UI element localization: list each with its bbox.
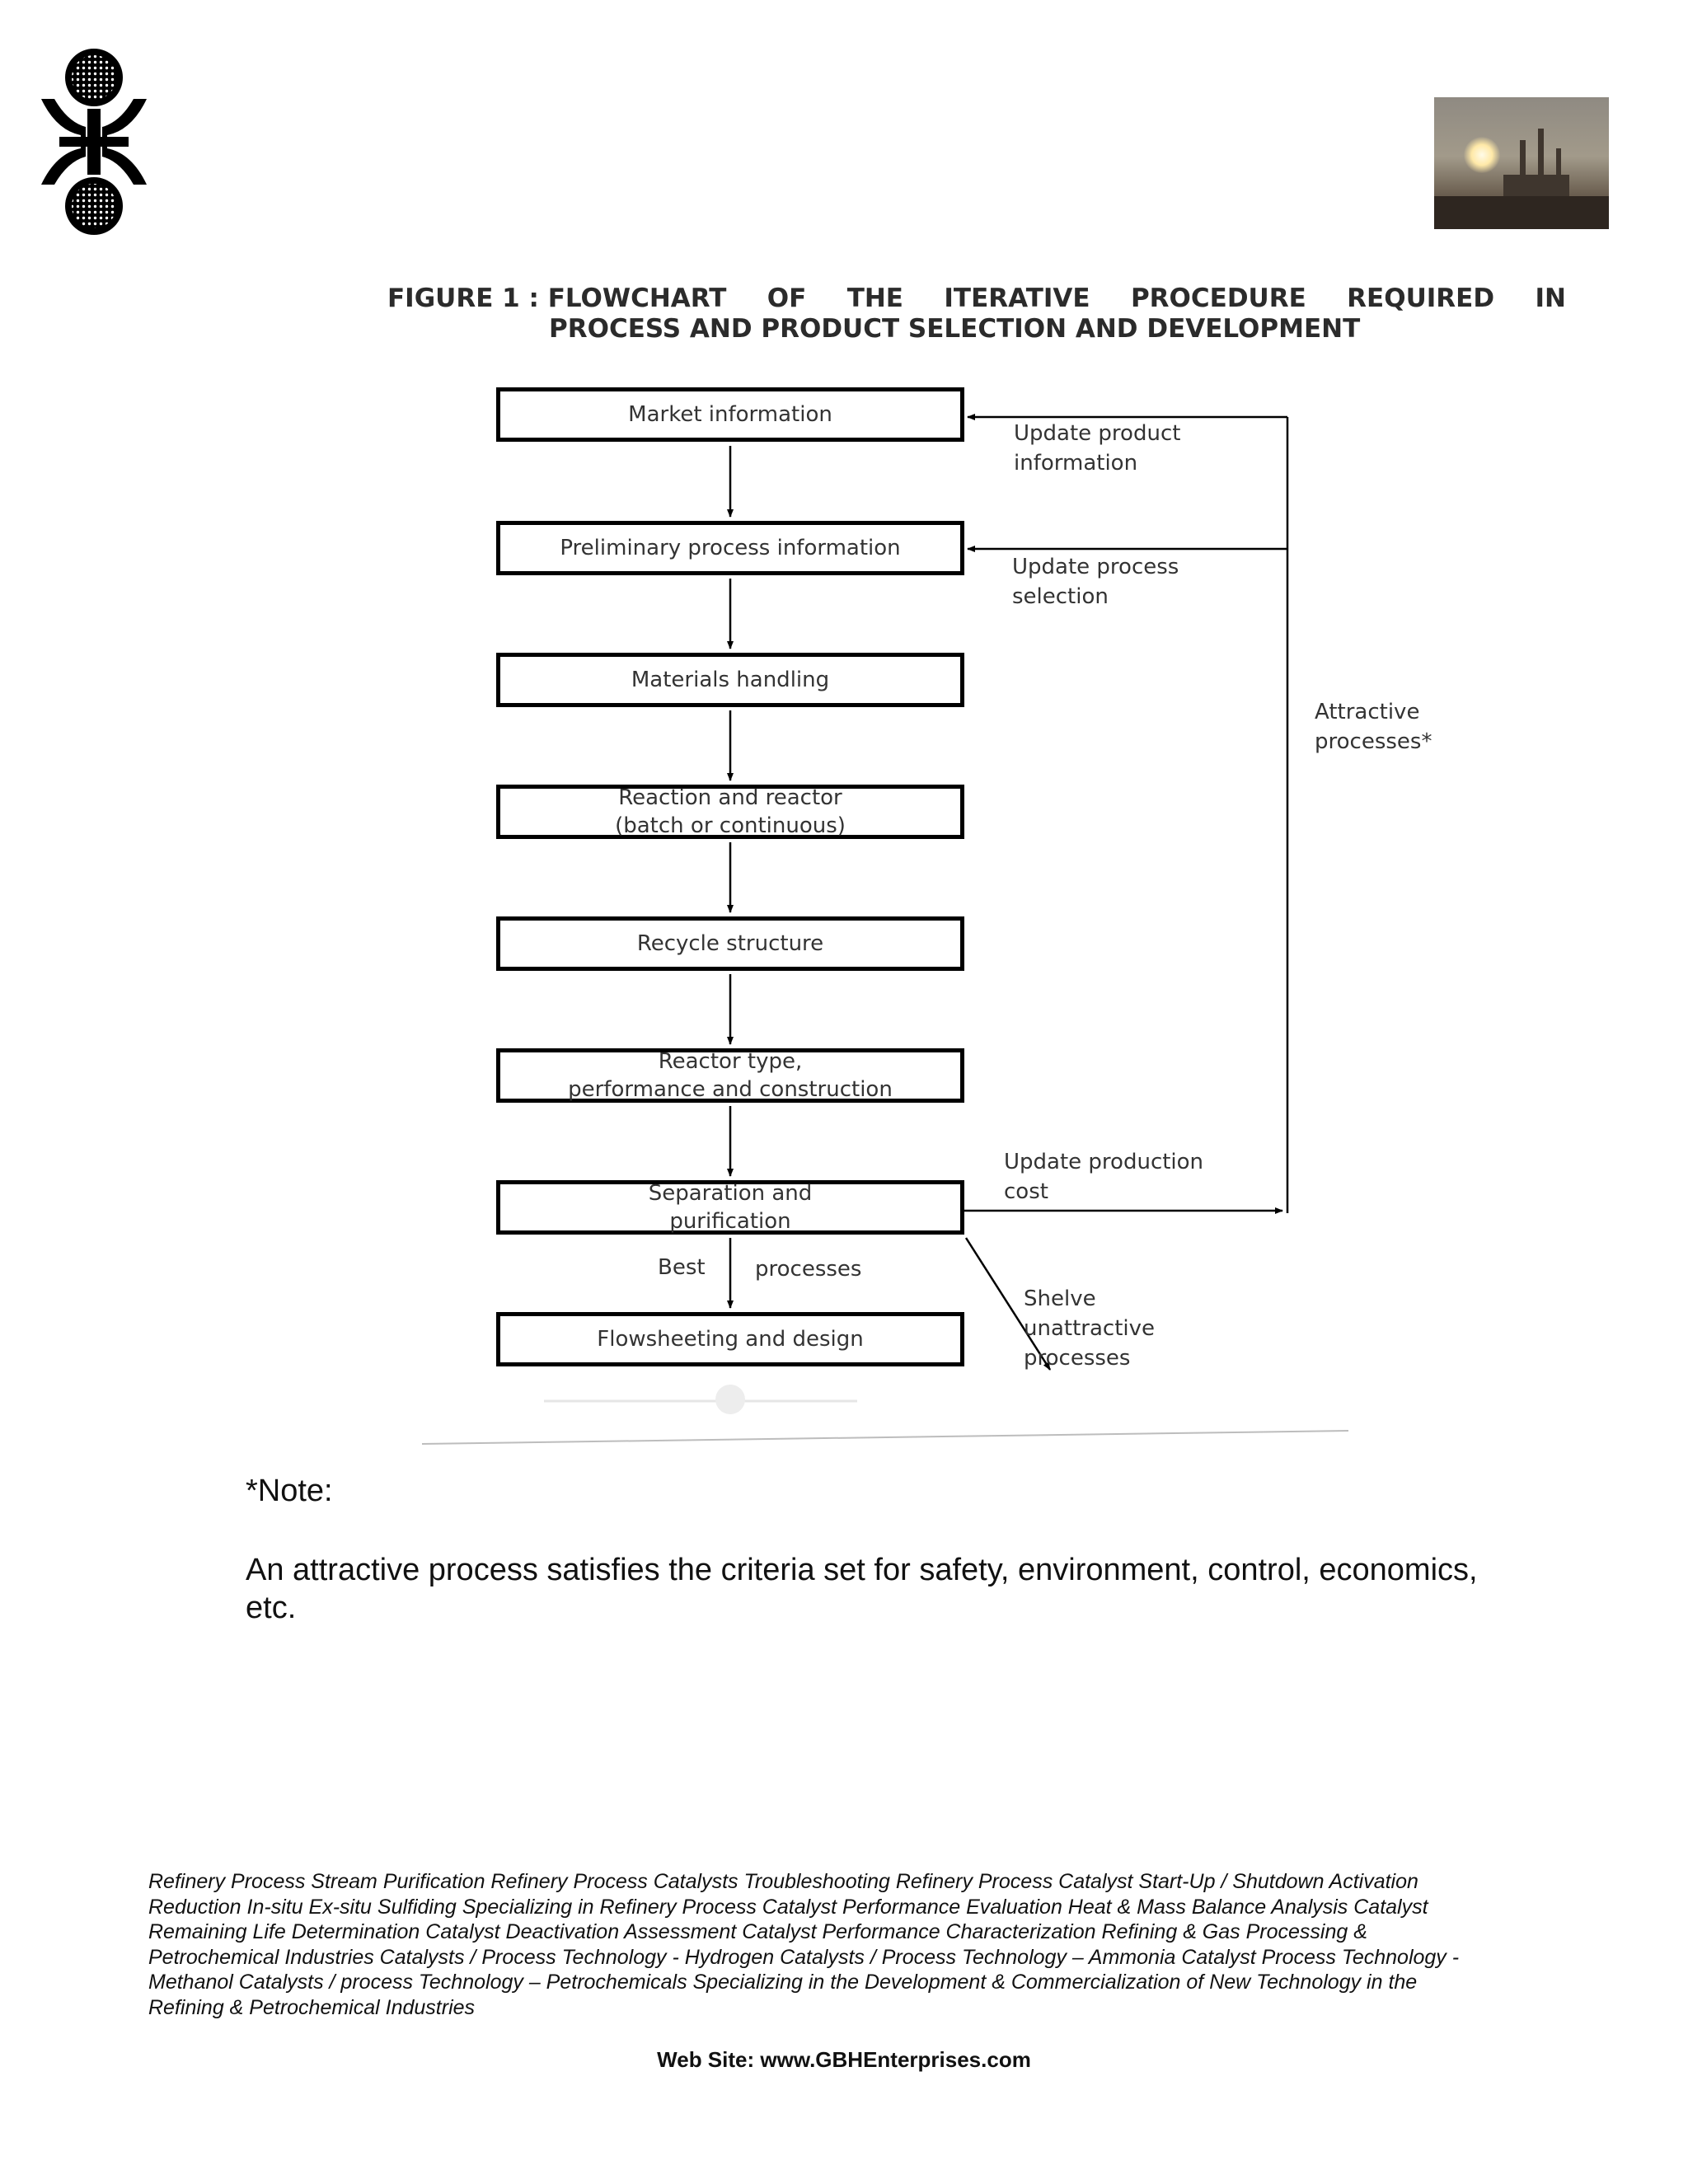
- figure-title: FIGURE 1 : FLOWCHART OF THE ITERATIVE PR…: [387, 284, 1566, 344]
- note-heading: *Note:: [246, 1474, 333, 1508]
- ground: [1434, 196, 1609, 229]
- scan-rule: [421, 1430, 1349, 1445]
- note-body: An attractive process satisfies the crit…: [246, 1553, 1478, 1625]
- step-market-information: Market information: [496, 387, 964, 442]
- arrow-shelve: [964, 1237, 1052, 1371]
- step-materials-handling: Materials handling: [496, 653, 964, 707]
- scan-artifact: [715, 1385, 745, 1414]
- label-processes: processes: [755, 1257, 862, 1282]
- figure-title-word: OF: [767, 284, 807, 313]
- step-flowsheeting: Flowsheeting and design: [496, 1312, 964, 1366]
- sun-glare: [1464, 137, 1500, 173]
- website-link[interactable]: Web Site: www.GBHEnterprises.com: [657, 2047, 1031, 2072]
- step-separation: Separation and purification: [496, 1180, 964, 1235]
- figure-title-word: THE: [846, 284, 903, 313]
- step-recycle-structure: Recycle structure: [496, 916, 964, 971]
- label-shelve: Shelve unattractive processes: [1024, 1286, 1155, 1371]
- label-attractive-processes: Attractive processes*: [1315, 700, 1432, 754]
- figure-title-line2: PROCESS AND PRODUCT SELECTION AND DEVELO…: [549, 314, 1361, 344]
- label-best: Best: [658, 1255, 706, 1280]
- flowchart-connectors: [421, 414, 1349, 1445]
- smokestack: [1520, 140, 1526, 199]
- smokestack: [1556, 148, 1561, 199]
- figure-title-word: REQUIRED: [1347, 284, 1495, 313]
- figure-title-word: IN: [1535, 284, 1566, 313]
- smokestack: [1538, 129, 1544, 199]
- label-update-process: Update process selection: [1012, 555, 1179, 609]
- company-logo-icon: [41, 49, 147, 235]
- refinery-photo: [1434, 97, 1609, 229]
- figure-title-word: FIGURE 1 : FLOWCHART: [387, 284, 727, 313]
- step-reactor-type: Reactor type, performance and constructi…: [496, 1048, 964, 1103]
- step-preliminary-process: Preliminary process information: [496, 521, 964, 575]
- step-reaction-reactor: Reaction and reactor (batch or continuou…: [496, 785, 964, 839]
- plant-building: [1503, 175, 1569, 199]
- label-update-product: Update product information: [1014, 421, 1181, 476]
- figure-title-word: PROCEDURE: [1130, 284, 1306, 313]
- label-update-cost: Update production cost: [1004, 1150, 1204, 1204]
- footer-services-text: Refinery Process Stream Purification Ref…: [148, 1870, 1460, 2019]
- figure-title-word: ITERATIVE: [944, 284, 1090, 313]
